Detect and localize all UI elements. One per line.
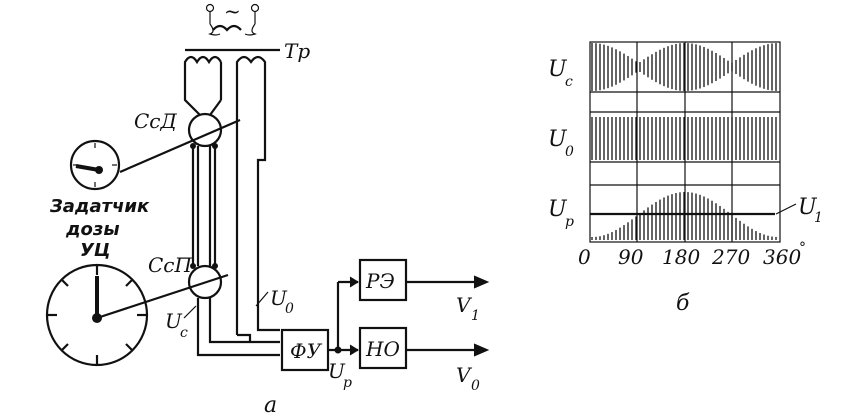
- oscillogram: U c U 0 U p U 1 0 90 180 270 360 ° б: [548, 42, 823, 316]
- x-tick-360: 360: [763, 245, 801, 269]
- sec1-lead-join: [210, 100, 221, 115]
- dose-setter-label-1: Задатчик: [49, 196, 150, 217]
- ac-terminal-left: [207, 5, 214, 12]
- v0-arrow: [474, 344, 488, 356]
- x-tick-270: 270: [711, 245, 750, 269]
- u1-pointer: [776, 204, 796, 214]
- primary-winding: [213, 26, 241, 30]
- no-label: НО: [365, 337, 400, 361]
- x-tick-90: 90: [618, 245, 644, 269]
- uc-pointer: [184, 306, 196, 318]
- u1-label-sub: 1: [814, 210, 823, 226]
- fu-label: ФУ: [290, 339, 323, 363]
- arrow-to-no: [350, 345, 358, 355]
- row-label-up-sub: p: [565, 214, 574, 230]
- transformer-label: Тр: [284, 39, 310, 63]
- wave-up: [592, 192, 776, 240]
- caption-a: а: [264, 393, 277, 418]
- x-tick-180: 180: [662, 245, 700, 269]
- wave-uc: [592, 43, 776, 91]
- sec1-lead-left: [185, 82, 200, 115]
- dose-setter-label-3: УЦ: [80, 240, 111, 261]
- u0-label-sub: 0: [285, 301, 294, 317]
- sensor-bottom-shaft: [97, 275, 228, 318]
- row-label-u0-sub: 0: [565, 144, 574, 160]
- x-tick-degree: °: [799, 240, 806, 256]
- wave-u0: [592, 117, 776, 160]
- sensor-bottom-dot-r: [212, 263, 218, 269]
- up-label-sub: p: [343, 375, 352, 391]
- caption-b: б: [676, 291, 690, 316]
- sensor-bottom-dot-l: [190, 263, 196, 269]
- ac-terminal-right: [252, 5, 259, 12]
- v1-arrow: [474, 276, 488, 288]
- re-label: РЭ: [365, 269, 395, 293]
- dose-setter-label-2: дозы: [65, 219, 120, 240]
- v0-label-sub: 0: [471, 378, 480, 394]
- ac-symbol: ~: [224, 0, 241, 23]
- sensor-bottom-label: СсП: [148, 253, 193, 277]
- secondary-winding-1: [185, 57, 221, 82]
- row-label-uc-sub: c: [565, 74, 573, 90]
- arrow-to-re: [350, 277, 358, 287]
- dose-setter-needle: [76, 166, 99, 170]
- uc-label-sub: c: [180, 325, 188, 341]
- v1-label-sub: 1: [471, 308, 480, 324]
- secondary-winding-2: [237, 57, 265, 150]
- sensor-top-label: СсД: [134, 109, 178, 133]
- schematic: ~ Тр СсД Задатчик дозы УЦ: [47, 0, 488, 418]
- x-tick-0: 0: [578, 245, 591, 269]
